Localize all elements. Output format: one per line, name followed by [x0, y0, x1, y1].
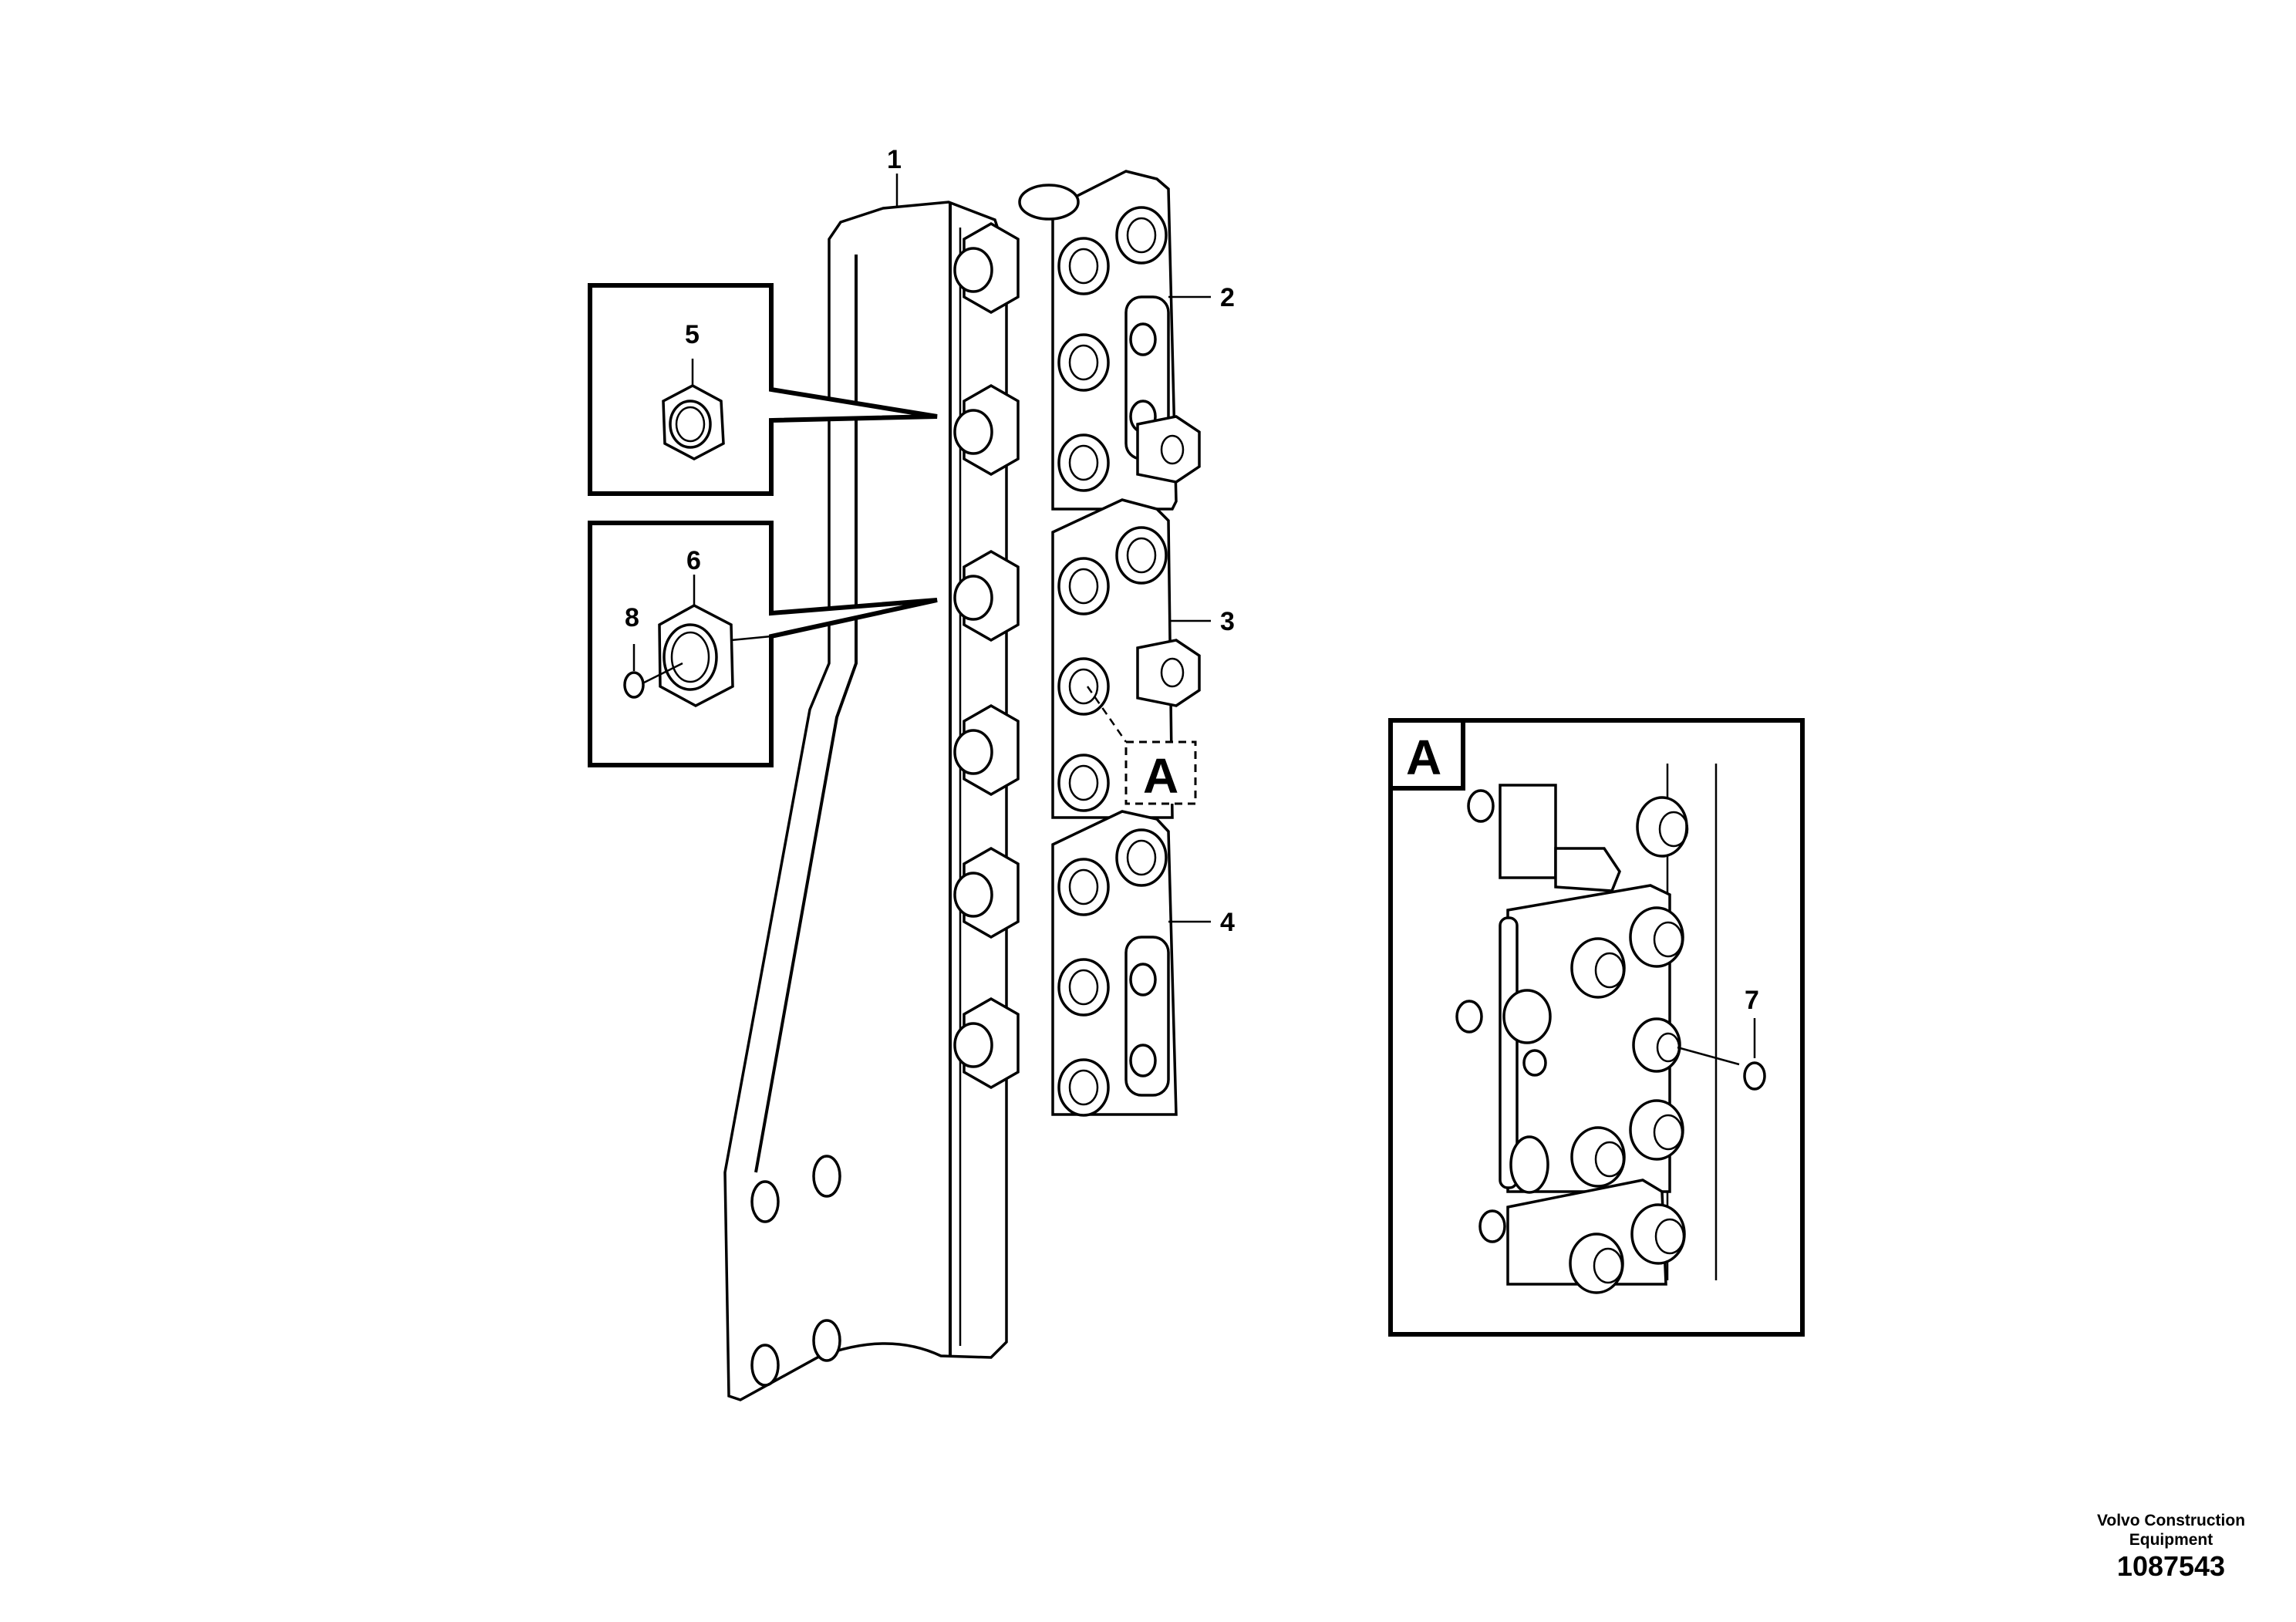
bracket-hole [750, 1180, 780, 1223]
company-line-1: Volvo Construction [2097, 1512, 2245, 1529]
mounting-bracket [723, 201, 1008, 1401]
leader-lines [895, 174, 1211, 923]
callout-4: 4 [1220, 908, 1235, 937]
detail-view-a [1388, 718, 1805, 1337]
bracket-hole [812, 1155, 841, 1198]
inset-nut-5 [588, 283, 938, 496]
company-line-2: Equipment [2129, 1531, 2213, 1549]
valve-block-3 [1051, 498, 1201, 819]
callout-5: 5 [685, 320, 700, 349]
callout-3: 3 [1220, 607, 1235, 636]
valve-block-4 [1051, 810, 1178, 1117]
callout-1: 1 [887, 145, 902, 174]
callout-7: 7 [1745, 986, 1759, 1015]
detail-marker-label: A [1143, 748, 1178, 804]
inset-nut-6 [588, 521, 938, 767]
valve-block-2 [1018, 170, 1201, 511]
bracket-hole [750, 1344, 780, 1387]
bracket-hole [812, 1319, 841, 1362]
callout-2: 2 [1220, 283, 1235, 312]
drawing-number: 1087543 [2117, 1550, 2225, 1582]
o-ring-part [623, 671, 645, 699]
o-ring-part [1743, 1061, 1766, 1091]
bracket-assembly [723, 170, 1201, 1401]
detail-marker [1086, 686, 1197, 805]
callout-6: 6 [686, 546, 701, 575]
detail-panel-label: A [1406, 730, 1441, 785]
callout-8: 8 [625, 603, 639, 632]
bracket-nuts [953, 221, 1020, 1090]
